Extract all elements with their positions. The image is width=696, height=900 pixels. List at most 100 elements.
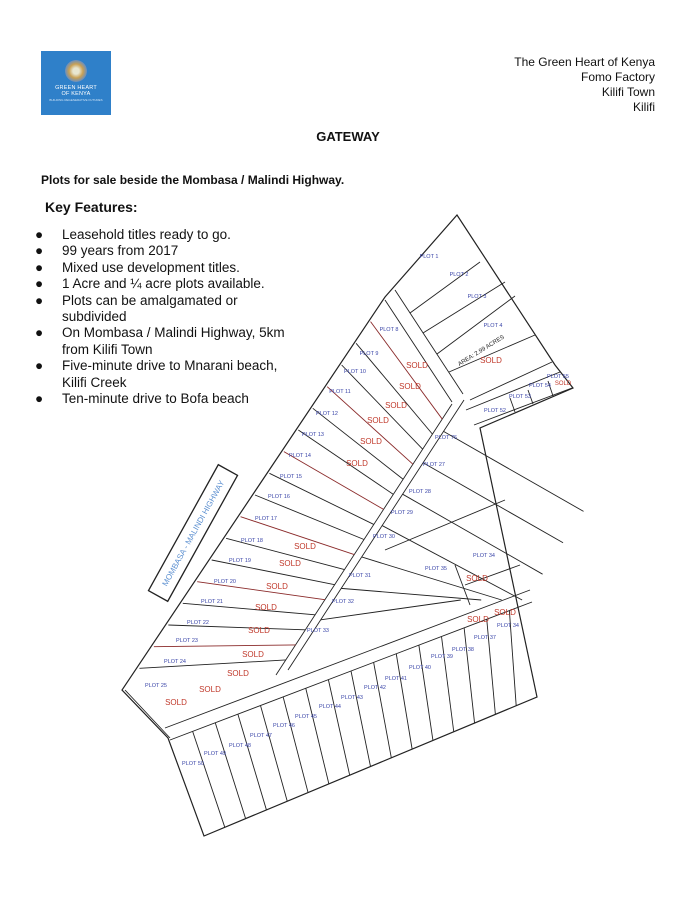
plot-boundary	[422, 462, 564, 544]
plot-boundary	[384, 499, 506, 551]
sold-badge: SOLD	[399, 382, 421, 391]
plot-label: PLOT 29	[391, 510, 413, 516]
plot-label: PLOT 10	[344, 369, 366, 375]
sold-badge: SOLD	[467, 615, 489, 624]
plot-boundary	[341, 587, 482, 601]
plot-label: PLOT 18	[241, 538, 263, 544]
address-block: The Green Heart of Kenya Fomo Factory Ki…	[514, 55, 655, 115]
plot-boundary	[409, 261, 481, 314]
sold-badge: SOLD	[279, 559, 301, 568]
plot-boundary	[454, 564, 471, 606]
plot-boundary	[395, 653, 413, 750]
plot-boundary	[260, 705, 288, 802]
plot-label: PLOT 1	[420, 254, 439, 260]
feature-text: Plots can be amalgamated or subdivided	[62, 292, 238, 325]
plot-boundary	[269, 472, 374, 525]
sold-badge: SOLD	[227, 669, 249, 678]
plot-label: PLOT 30	[373, 534, 395, 540]
feature-text: Leasehold titles ready to go.	[62, 227, 231, 242]
plot-boundary	[182, 602, 316, 616]
feature-text: Mixed use development titles.	[62, 259, 240, 275]
plot-label: PLOT 3	[468, 294, 487, 300]
plot-boundary	[320, 599, 461, 621]
feature-text: Ten-minute drive to Bofa beach	[62, 391, 249, 407]
bullet-icon: ●	[35, 358, 44, 374]
plot-label: PLOT 43	[341, 695, 363, 701]
road-edge	[287, 399, 465, 671]
bullet-icon: ●	[35, 227, 44, 242]
plot-boundary	[312, 407, 404, 480]
sold-badge: SOLD	[294, 542, 316, 551]
feature-item: ● 1 Acre and ¼ acre plots available.	[0, 276, 302, 292]
sold-badge: SOLD	[248, 626, 270, 635]
plot-label: PLOT 27	[423, 462, 445, 468]
plot-boundary	[509, 397, 516, 413]
feature-text: On Mombasa / Malindi Highway, 5km from K…	[62, 325, 285, 357]
plot-boundary	[402, 493, 543, 575]
bullet-icon: ●	[35, 276, 44, 292]
address-line: The Green Heart of Kenya	[514, 55, 655, 69]
plot-boundary	[240, 516, 355, 555]
sold-badge: SOLD	[266, 582, 288, 591]
plot-label: PLOT 45	[295, 714, 317, 720]
plot-label: PLOT 20	[214, 579, 236, 585]
plot-boundary	[464, 564, 521, 586]
bullet-icon: ●	[35, 292, 44, 308]
feature-text: 1 Acre and ¼ acre plots available.	[62, 276, 265, 292]
plot-boundary	[168, 624, 306, 631]
plot-boundary	[283, 451, 384, 510]
plot-boundary	[282, 696, 309, 793]
feature-item: ● Plots can be amalgamated or subdivided	[0, 293, 302, 326]
plot-boundary	[443, 431, 584, 512]
plot-boundary	[341, 364, 423, 450]
plot-label: PLOT 15	[280, 474, 302, 480]
page-title: GATEWAY	[316, 129, 380, 144]
road-edge	[394, 289, 464, 395]
subtitle: Plots for sale beside the Mombasa / Mali…	[41, 173, 345, 187]
plot-label: PLOT 42	[364, 685, 386, 691]
plot-label: PLOT 52	[484, 408, 506, 414]
plot-boundary	[381, 525, 523, 601]
plot-label: PLOT 32	[332, 599, 354, 605]
plot-boundary	[211, 559, 335, 586]
plot-boundary	[361, 556, 502, 601]
plot-label: PLOT 22	[187, 620, 209, 626]
plot-label: PLOT 9	[360, 351, 379, 357]
plot-label: PLOT 33	[307, 628, 329, 634]
plot-label: PLOT 14	[289, 453, 311, 459]
sold-badge: SOLD	[494, 608, 516, 617]
sold-badge: SOLD	[165, 698, 187, 707]
sold-badge: SOLD	[199, 685, 221, 694]
plot-label: PLOT 17	[255, 516, 277, 522]
plot-label: PLOT 38	[452, 647, 474, 653]
plot-label: PLOT 24	[164, 659, 186, 665]
plot-boundary	[436, 295, 516, 355]
plot-boundary	[237, 713, 267, 811]
plot-label: PLOT 49	[204, 751, 226, 757]
plot-boundary	[192, 731, 226, 828]
plot-boundary	[197, 581, 325, 601]
plot-boundary	[225, 537, 345, 571]
plot-label: PLOT 8	[380, 327, 399, 333]
sold-badge: SOLD	[367, 416, 389, 425]
bullet-icon: ●	[35, 391, 44, 407]
feature-text: 99 years from 2017	[62, 243, 179, 259]
plot-boundary	[124, 689, 171, 739]
plot-label: PLOT 23	[176, 638, 198, 644]
plot-boundary	[473, 387, 573, 426]
plot-boundary	[418, 645, 434, 741]
address-line: Kilifi	[632, 100, 655, 114]
road-edge	[164, 589, 531, 729]
highway-label: MOMBASA - MALINDI HIGHWAY	[161, 478, 227, 588]
plot-label: PLOT 28	[409, 489, 431, 495]
plot-label: PLOT 34	[497, 623, 519, 629]
sold-badge: SOLD	[385, 401, 407, 410]
features-list: ● Leasehold titles ready to go. ● 99 years …	[0, 227, 302, 407]
plot-boundary	[441, 636, 455, 732]
plot-label: PLOT 37	[474, 635, 496, 641]
address-line: Kilifi Town	[601, 85, 655, 99]
plot-boundary	[465, 371, 561, 411]
plot-boundary	[547, 380, 554, 397]
